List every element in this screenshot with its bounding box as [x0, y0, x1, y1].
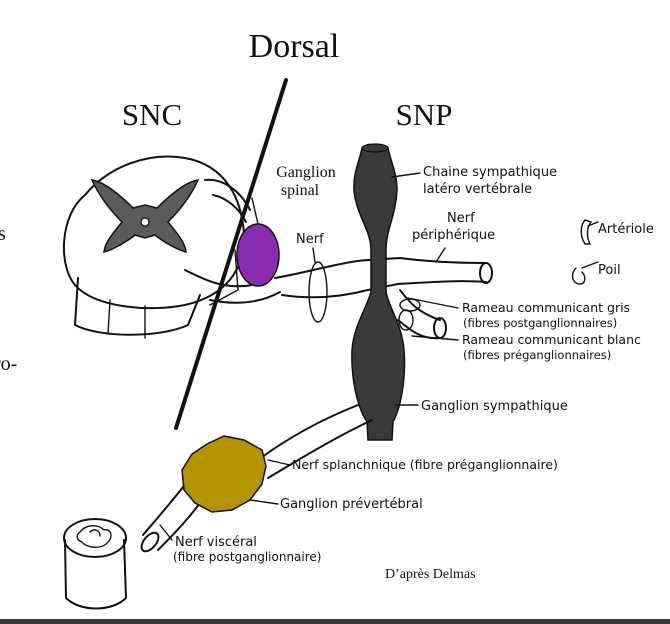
dorsal-divider-line [174, 78, 288, 430]
rami-communicantes [397, 289, 447, 340]
label-chaine-laterovertebrale: latéro vertébrale [423, 182, 532, 197]
label-chaine-sympathique: Chaine sympathique [423, 165, 557, 180]
label-nerf-splanchnique: Nerf splanchnique (fibre préganglionnair… [292, 457, 558, 472]
dorsal-heading: Dorsal [249, 28, 340, 65]
label-ganglion-sympathique: Ganglion sympathique [421, 399, 568, 414]
sympathetic-chain [351, 147, 406, 441]
label-ganglion-spinal: Ganglion [276, 164, 336, 181]
label-nerf: Nerf [296, 232, 324, 247]
sympathetic-chain-top [361, 143, 389, 153]
splanchnic-nerve [257, 404, 373, 479]
label-rameau-blanc: Rameau communicant blanc [462, 332, 641, 347]
label-nerf-visceral-fibre: (fibre postganglionnaire) [173, 550, 321, 564]
credit-text: D’après Delmas [385, 567, 476, 582]
leader-lines [159, 172, 459, 541]
label-arteriole: Artériole [598, 222, 654, 237]
label-nerf-visceral: Nerf viscéral [175, 535, 257, 550]
label-rameau-blanc-fibres: (fibres préganglionnaires) [463, 348, 611, 362]
grey-matter [90, 179, 200, 253]
snc-heading: SNC [122, 97, 182, 132]
hair-icon [571, 261, 599, 285]
spinal-ganglion [236, 223, 280, 287]
prevertebral-ganglion [181, 435, 267, 513]
label-nerf-peripherique-2: périphérique [412, 228, 495, 243]
label-rameau-gris-fibres: (fibres postganglionnaires) [463, 316, 617, 330]
label-ganglion-spinal-2: spinal [281, 182, 320, 199]
label-poil: Poil [598, 263, 621, 278]
label-nerf-peripherique: Nerf [447, 211, 475, 226]
visceral-organ [63, 518, 127, 610]
arteriole-icon [580, 219, 599, 245]
spinal-cord [62, 155, 246, 339]
grey-matter-butterfly [90, 179, 200, 253]
snp-heading: SNP [396, 97, 453, 132]
label-ganglion-prevertebral: Ganglion prévertébral [280, 497, 423, 512]
bottom-border [0, 619, 670, 624]
edge-fragment-top: s [0, 223, 6, 245]
label-rameau-gris: Rameau communicant gris [462, 300, 630, 315]
edge-fragment-bottom: ro- [0, 353, 17, 375]
